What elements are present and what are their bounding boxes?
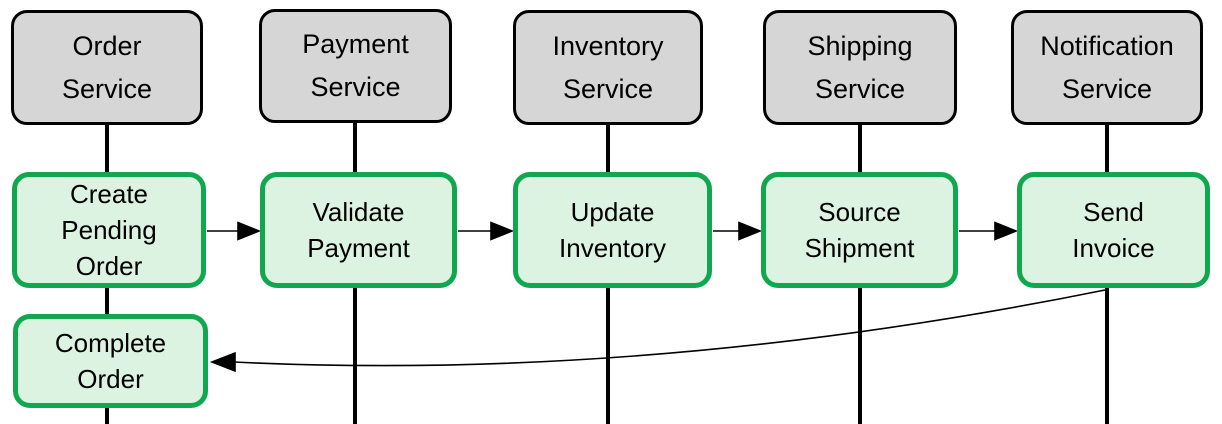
service-label-line: Inventory [552,30,664,61]
lifeline-order [105,286,109,316]
step-label-line: Pending [61,215,157,245]
lifeline-payment [353,123,357,173]
step-label-line: Update [570,197,655,227]
lifeline-payment [353,286,357,424]
arrow-send-invoice-to-complete-order [233,289,1106,367]
step-label-line: Send [1083,197,1144,227]
service-label-line: Service [562,73,654,104]
step-box-create-pending-order: Create Pending Order [12,172,206,288]
arrowhead-icon [738,221,763,241]
lifeline-notification [1105,286,1109,424]
service-box-shipping: Shipping Service [763,10,957,125]
arrowhead-icon [237,221,262,241]
lifeline-inventory [606,286,610,424]
service-box-notification: Notification Service [1011,10,1203,125]
lifeline-notification [1105,125,1109,173]
step-label-line: Order [77,364,144,394]
service-label-line: Service [1061,73,1153,104]
step-label-line: Inventory [559,233,666,263]
service-label-line: Payment [302,29,409,59]
service-box-order: Order Service [11,10,203,125]
arrowhead-icon [490,221,515,241]
lifeline-shipping [858,286,862,424]
step-label-line: Invoice [1072,233,1155,263]
service-box-payment: Payment Service [259,9,452,123]
service-label-line: Shipping [807,30,913,61]
step-label-line: Complete [54,328,167,358]
lifeline-order [105,125,109,173]
service-label-line: Service [310,72,401,102]
service-label-line: Service [61,73,153,104]
step-box-validate-payment: Validate Payment [260,172,457,288]
service-label-line: Service [814,73,906,104]
service-label-line: Notification [1040,30,1174,61]
step-box-update-inventory: Update Inventory [513,172,712,288]
step-label-line: Source [818,197,901,227]
arrowhead-icon [209,351,236,373]
service-box-inventory: Inventory Service [513,10,703,125]
step-box-send-invoice: Send Invoice [1017,172,1210,288]
step-box-source-shipment: Source Shipment [761,172,958,288]
step-label-line: Validate [312,197,405,227]
step-box-complete-order: Complete Order [13,314,208,408]
lifeline-inventory [606,125,610,173]
step-label-line: Create [69,179,149,209]
step-label-line: Order [75,251,143,281]
service-label-line: Order [72,30,142,61]
lifeline-order [105,406,109,424]
lifeline-shipping [858,125,862,173]
step-label-line: Payment [307,233,410,263]
step-label-line: Shipment [804,233,915,263]
arrowhead-icon [994,221,1019,241]
